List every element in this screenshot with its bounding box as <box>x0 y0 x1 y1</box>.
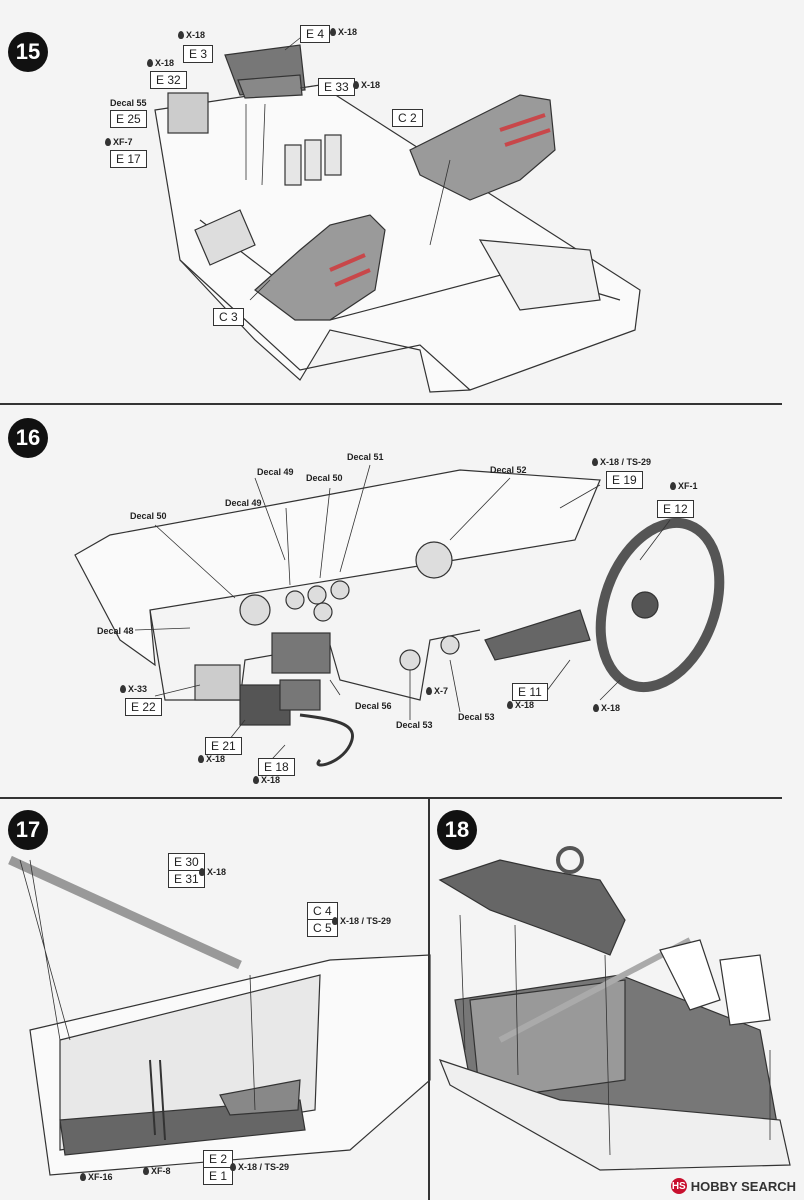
paint-callout: X-18 <box>330 27 357 37</box>
part-e30: E 30 <box>174 855 199 869</box>
part-e2: E 2 <box>209 1152 228 1166</box>
paint-drop-icon <box>332 917 338 925</box>
part-e4: E 4 <box>300 25 331 43</box>
paint-drop-icon <box>105 138 111 146</box>
paint-callout: X-18 / TS-29 <box>332 916 391 926</box>
part-e33: E 33 <box>318 78 355 96</box>
dashboard <box>74 469 601 667</box>
decal-55-label: Decal 55 <box>110 98 147 108</box>
paint-callout: XF-8 <box>143 1166 171 1176</box>
paint-callout: X-18 <box>198 754 225 764</box>
divider-15-16 <box>0 403 782 405</box>
part-e21: E 21 <box>205 737 242 755</box>
paint-callout: X-18 <box>507 700 534 710</box>
decal-50-label: Decal 50 <box>130 511 167 521</box>
paint-callout: XF-16 <box>80 1172 113 1182</box>
door-bar <box>8 855 242 970</box>
part-e25: E 25 <box>110 110 147 128</box>
step-number-16: 16 <box>8 418 48 458</box>
part-e17: E 17 <box>110 150 147 168</box>
part-e1: E 1 <box>204 1167 233 1184</box>
paint-drop-icon <box>230 1163 236 1171</box>
paint-callout: X-18 <box>178 30 205 40</box>
step-number-18: 18 <box>437 810 477 850</box>
seat-right <box>409 94 556 201</box>
paint-drop-icon <box>120 685 126 693</box>
paint-callout: XF-1 <box>670 481 698 491</box>
part-c2: C 2 <box>392 109 423 127</box>
part-e30-e31: E 30 E 31 <box>168 853 205 888</box>
decal-52-label: Decal 52 <box>490 465 527 475</box>
paint-callout: XF-7 <box>105 137 133 147</box>
hobby-search-logo-icon: HS <box>670 1178 687 1194</box>
decal-56-label: Decal 56 <box>355 701 392 711</box>
decal-49-label: Decal 49 <box>257 467 294 477</box>
paint-callout: X-18 <box>199 867 226 877</box>
paint-drop-icon <box>592 458 598 466</box>
part-e31: E 31 <box>169 870 204 887</box>
part-e2-e1: E 2 E 1 <box>203 1150 234 1185</box>
paint-drop-icon <box>199 868 205 876</box>
part-c3: C 3 <box>213 308 244 326</box>
divider-17-18 <box>428 799 430 1200</box>
part-c4: C 4 <box>313 904 332 918</box>
seat-left <box>254 214 386 321</box>
paint-drop-icon <box>178 31 184 39</box>
decal-51-label: Decal 51 <box>347 452 384 462</box>
paint-drop-icon <box>198 755 204 763</box>
part-c5: C 5 <box>308 919 337 936</box>
paint-drop-icon <box>253 776 259 784</box>
paint-callout: X-7 <box>426 686 448 696</box>
step-number-15: 15 <box>8 32 48 72</box>
paint-drop-icon <box>143 1167 149 1175</box>
paint-callout: X-18 / TS-29 <box>592 457 651 467</box>
decal-50-label: Decal 50 <box>306 473 343 483</box>
decal-53-label: Decal 53 <box>396 720 433 730</box>
paint-callout: X-33 <box>120 684 147 694</box>
part-e12: E 12 <box>657 500 694 518</box>
paint-drop-icon <box>426 687 432 695</box>
step-number-17: 17 <box>8 810 48 850</box>
paint-callout: X-18 <box>147 58 174 68</box>
paint-callout: X-18 <box>353 80 380 90</box>
paint-drop-icon <box>330 28 336 36</box>
dash-assembly <box>438 859 626 956</box>
paint-drop-icon <box>670 482 676 490</box>
part-e18: E 18 <box>258 758 295 776</box>
watermark-text: HOBBY SEARCH <box>690 1178 796 1194</box>
part-e11: E 11 <box>512 683 548 701</box>
divider-16-17 <box>0 797 782 799</box>
part-e19: E 19 <box>606 471 643 489</box>
paint-drop-icon <box>80 1173 86 1181</box>
part-e22: E 22 <box>125 698 162 716</box>
part-e32: E 32 <box>150 71 187 89</box>
decal-48-label: Decal 48 <box>97 626 134 636</box>
decal-49-label: Decal 49 <box>225 498 262 508</box>
paint-callout: X-18 <box>253 775 280 785</box>
paint-drop-icon <box>353 81 359 89</box>
paint-drop-icon <box>507 701 513 709</box>
paint-callout: X-18 / TS-29 <box>230 1162 289 1172</box>
paint-callout: X-18 <box>593 703 620 713</box>
paint-drop-icon <box>593 704 599 712</box>
hobby-search-watermark: HS HOBBY SEARCH <box>670 1178 796 1194</box>
steering-wheel <box>595 517 725 693</box>
part-e3: E 3 <box>183 45 214 63</box>
paint-drop-icon <box>147 59 153 67</box>
decal-53-label: Decal 53 <box>458 712 495 722</box>
